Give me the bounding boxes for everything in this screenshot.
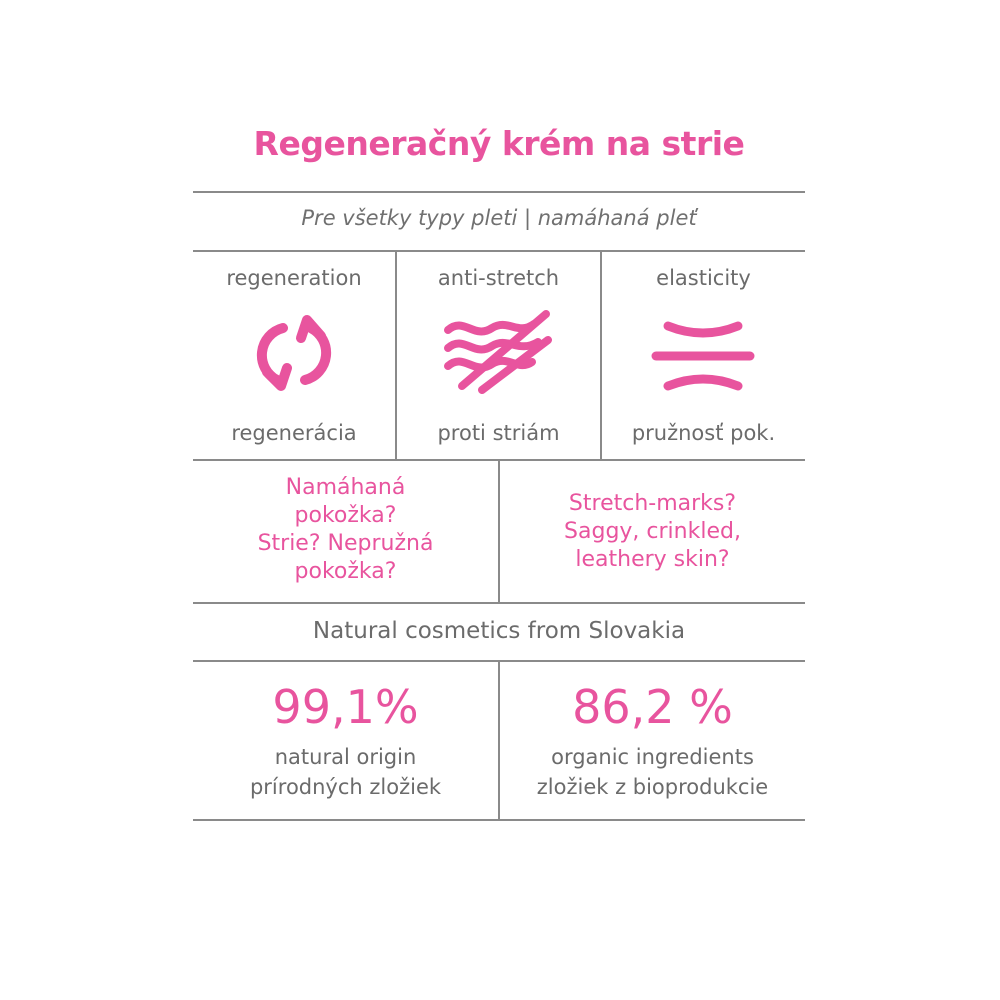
stat-label-en: organic ingredients — [551, 745, 754, 769]
organic-ingredients-label: organic ingredients zložiek z bioprodukc… — [500, 742, 805, 802]
natural-origin-percent: 99,1% — [272, 680, 419, 734]
column-divider — [498, 461, 500, 602]
stat-label-en: natural origin — [274, 745, 417, 769]
question-line: leathery skin? — [575, 547, 730, 572]
question-line: pokožka? — [294, 559, 397, 584]
origin-statement: Natural cosmetics from Slovakia — [312, 618, 686, 644]
question-line: Saggy, crinkled, — [564, 519, 741, 544]
question-line: Strie? Nepružná — [257, 531, 434, 556]
regeneration-cycle-icon — [256, 315, 332, 391]
question-line: Namáhaná — [285, 475, 406, 500]
divider — [193, 819, 805, 821]
organic-ingredients-percent: 86,2 % — [572, 680, 733, 734]
elasticity-curves-icon — [651, 321, 755, 391]
divider — [193, 602, 805, 604]
divider — [193, 459, 805, 461]
page-title: Regeneračný krém na strie — [253, 124, 745, 163]
feature-label-en: elasticity — [656, 266, 751, 290]
skin-type-subtitle: Pre všetky typy pleti | namáhaná pleť — [301, 206, 697, 230]
skin-question-sk: Namáhaná pokožka? Strie? Nepružná pokožk… — [193, 474, 498, 586]
feature-label-sk: pružnosť pok. — [631, 421, 776, 445]
stat-label-sk: prírodných zložiek — [249, 775, 442, 799]
question-line: pokožka? — [294, 503, 397, 528]
feature-label-en: regeneration — [226, 266, 362, 290]
feature-label-sk: regenerácia — [231, 421, 357, 445]
skin-question-en: Stretch-marks? Saggy, crinkled, leathery… — [500, 490, 805, 574]
natural-origin-label: natural origin prírodných zložiek — [193, 742, 498, 802]
divider — [193, 660, 805, 662]
stat-label-sk: zložiek z bioprodukcie — [536, 775, 769, 799]
feature-label-en: anti-stretch — [437, 266, 560, 290]
column-divider — [395, 251, 397, 459]
column-divider — [498, 662, 500, 819]
divider — [193, 250, 805, 252]
feature-label-sk: proti striám — [437, 421, 560, 445]
anti-stretch-waves-icon — [444, 310, 552, 394]
column-divider — [600, 251, 602, 459]
question-line: Stretch-marks? — [568, 491, 737, 516]
divider — [193, 191, 805, 193]
